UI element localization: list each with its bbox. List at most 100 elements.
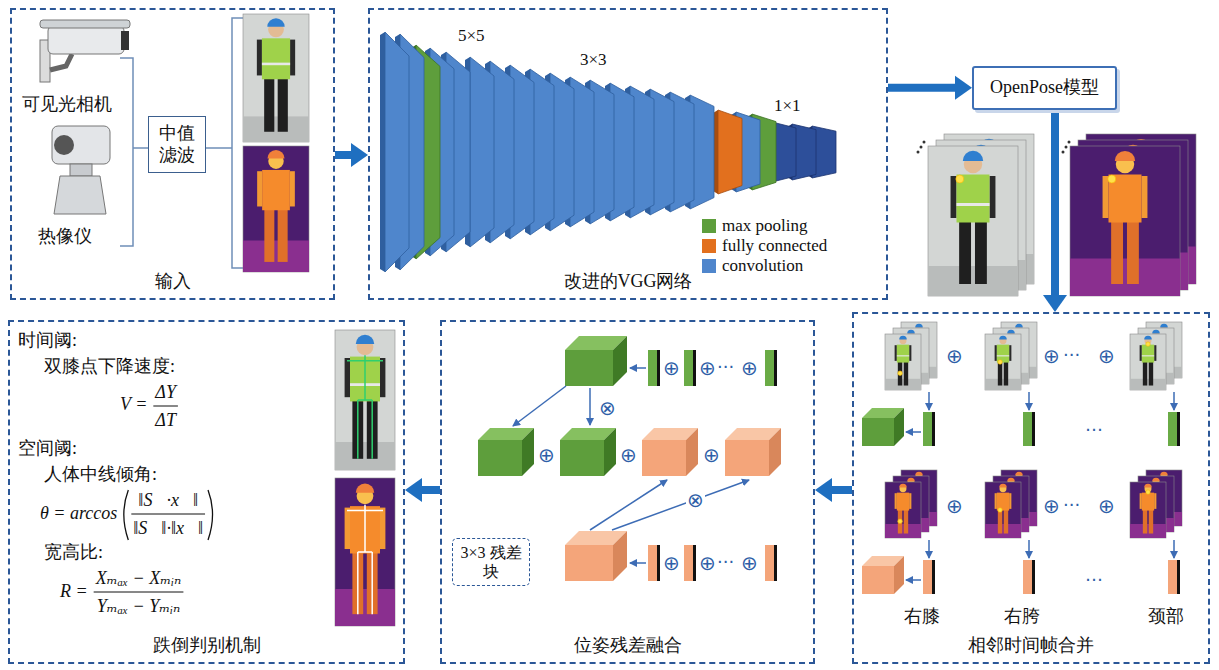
operator-symbol: ⊕ xyxy=(663,551,680,575)
bracket xyxy=(120,58,148,246)
leg xyxy=(264,209,274,262)
thermal-floor xyxy=(335,589,395,626)
flow-connector xyxy=(888,76,972,100)
cube-side xyxy=(613,336,627,386)
arm xyxy=(909,493,911,509)
arm xyxy=(995,345,997,361)
arm xyxy=(1142,176,1148,218)
feature-slab xyxy=(1023,412,1032,446)
fraction-bar xyxy=(153,406,178,407)
reflective-stripe xyxy=(957,203,990,206)
keypoint-dot xyxy=(998,360,1002,364)
thermal-floor xyxy=(243,241,309,273)
layer-face xyxy=(470,57,494,247)
flow-connector xyxy=(335,143,368,167)
ellipsis-dot xyxy=(920,146,923,149)
dashed-panel: 输入中值 滤波 xyxy=(10,8,335,300)
formula-text: ΔY xyxy=(155,382,176,404)
parenthesis xyxy=(208,490,213,540)
operator-symbol: ⊕ xyxy=(620,443,637,467)
label-text: 空间阈: xyxy=(18,438,77,460)
cube-front xyxy=(560,440,604,476)
keypoint-dot xyxy=(1146,342,1150,346)
arm xyxy=(257,40,262,76)
camera-body xyxy=(48,26,124,54)
cube-side xyxy=(613,531,627,581)
arm xyxy=(380,358,385,397)
flow-arrow xyxy=(1028,540,1030,558)
leg xyxy=(898,362,902,386)
arm xyxy=(909,345,911,361)
helmet xyxy=(267,18,284,27)
arm xyxy=(1009,345,1011,361)
operator-symbol: ⊕ xyxy=(741,356,758,380)
label-text: 热像仪 xyxy=(38,226,92,248)
label-text: 3×3 xyxy=(580,50,607,70)
leg xyxy=(959,221,971,284)
floor xyxy=(985,379,1021,390)
cube-front xyxy=(565,545,613,581)
formula-text: ΔT xyxy=(155,410,176,432)
leg xyxy=(998,510,1002,534)
flow-arrow xyxy=(513,386,566,426)
arm xyxy=(1009,493,1011,509)
helmet xyxy=(915,472,923,476)
dashed-panel: 改进的VGG网络 xyxy=(368,8,888,300)
operator-symbol: ⊗ xyxy=(598,396,617,420)
arrow-shaft xyxy=(335,151,352,159)
formula-text: ‖S⃗·x⃗‖ xyxy=(138,490,198,512)
legend-swatch xyxy=(702,259,716,273)
operator-symbol: ⊕ xyxy=(699,356,716,380)
photo-frame xyxy=(1130,334,1166,390)
reflective-stripe xyxy=(897,355,909,356)
helmet xyxy=(999,484,1007,488)
arm xyxy=(290,171,295,206)
feature-slab xyxy=(648,350,657,386)
feature-slab xyxy=(1168,560,1177,594)
flow-arrow xyxy=(928,540,930,558)
feature-slab-edge xyxy=(932,560,935,594)
leg xyxy=(278,209,288,262)
legend-text: max pooling xyxy=(722,216,807,236)
label-text: 1×1 xyxy=(774,96,801,116)
arm xyxy=(1154,345,1156,361)
reflective-stripe xyxy=(262,63,290,66)
torso xyxy=(997,345,1009,363)
helmet xyxy=(1115,151,1135,161)
feature-slab xyxy=(684,545,693,581)
feature-slab-edge xyxy=(693,350,696,386)
feature-slab-edge xyxy=(932,412,935,446)
ellipsis-dot xyxy=(923,141,926,144)
floor xyxy=(243,116,309,142)
keypoint-dot xyxy=(998,508,1002,512)
panel-title: 相邻时间帧合并 xyxy=(854,635,1208,657)
torso xyxy=(1142,493,1154,511)
helmet xyxy=(963,151,983,161)
formula-text: R = xyxy=(60,581,88,603)
pose-skeleton xyxy=(347,505,383,615)
arm xyxy=(1103,176,1109,218)
feature-slab-edge xyxy=(657,350,660,386)
arm xyxy=(345,508,350,549)
helmet xyxy=(907,330,915,334)
arm xyxy=(290,40,295,76)
box-text: 中值 滤波 xyxy=(157,123,197,166)
flow-arrow xyxy=(1173,392,1175,410)
layer-face xyxy=(718,110,742,194)
operator-symbol: ⊕ xyxy=(741,551,758,575)
torso xyxy=(957,175,990,223)
helmet xyxy=(1152,330,1160,334)
arm xyxy=(995,493,997,509)
feature-slab xyxy=(648,545,657,581)
leg xyxy=(904,362,908,386)
helmet xyxy=(907,478,915,482)
flow-arrow xyxy=(589,388,591,425)
leg xyxy=(975,221,987,284)
leg xyxy=(998,362,1002,386)
helmet xyxy=(1015,472,1023,476)
arm xyxy=(895,493,897,509)
helmet xyxy=(1007,330,1015,334)
arrow-shaft xyxy=(888,84,956,92)
leg xyxy=(264,78,274,132)
leg xyxy=(1149,510,1153,534)
